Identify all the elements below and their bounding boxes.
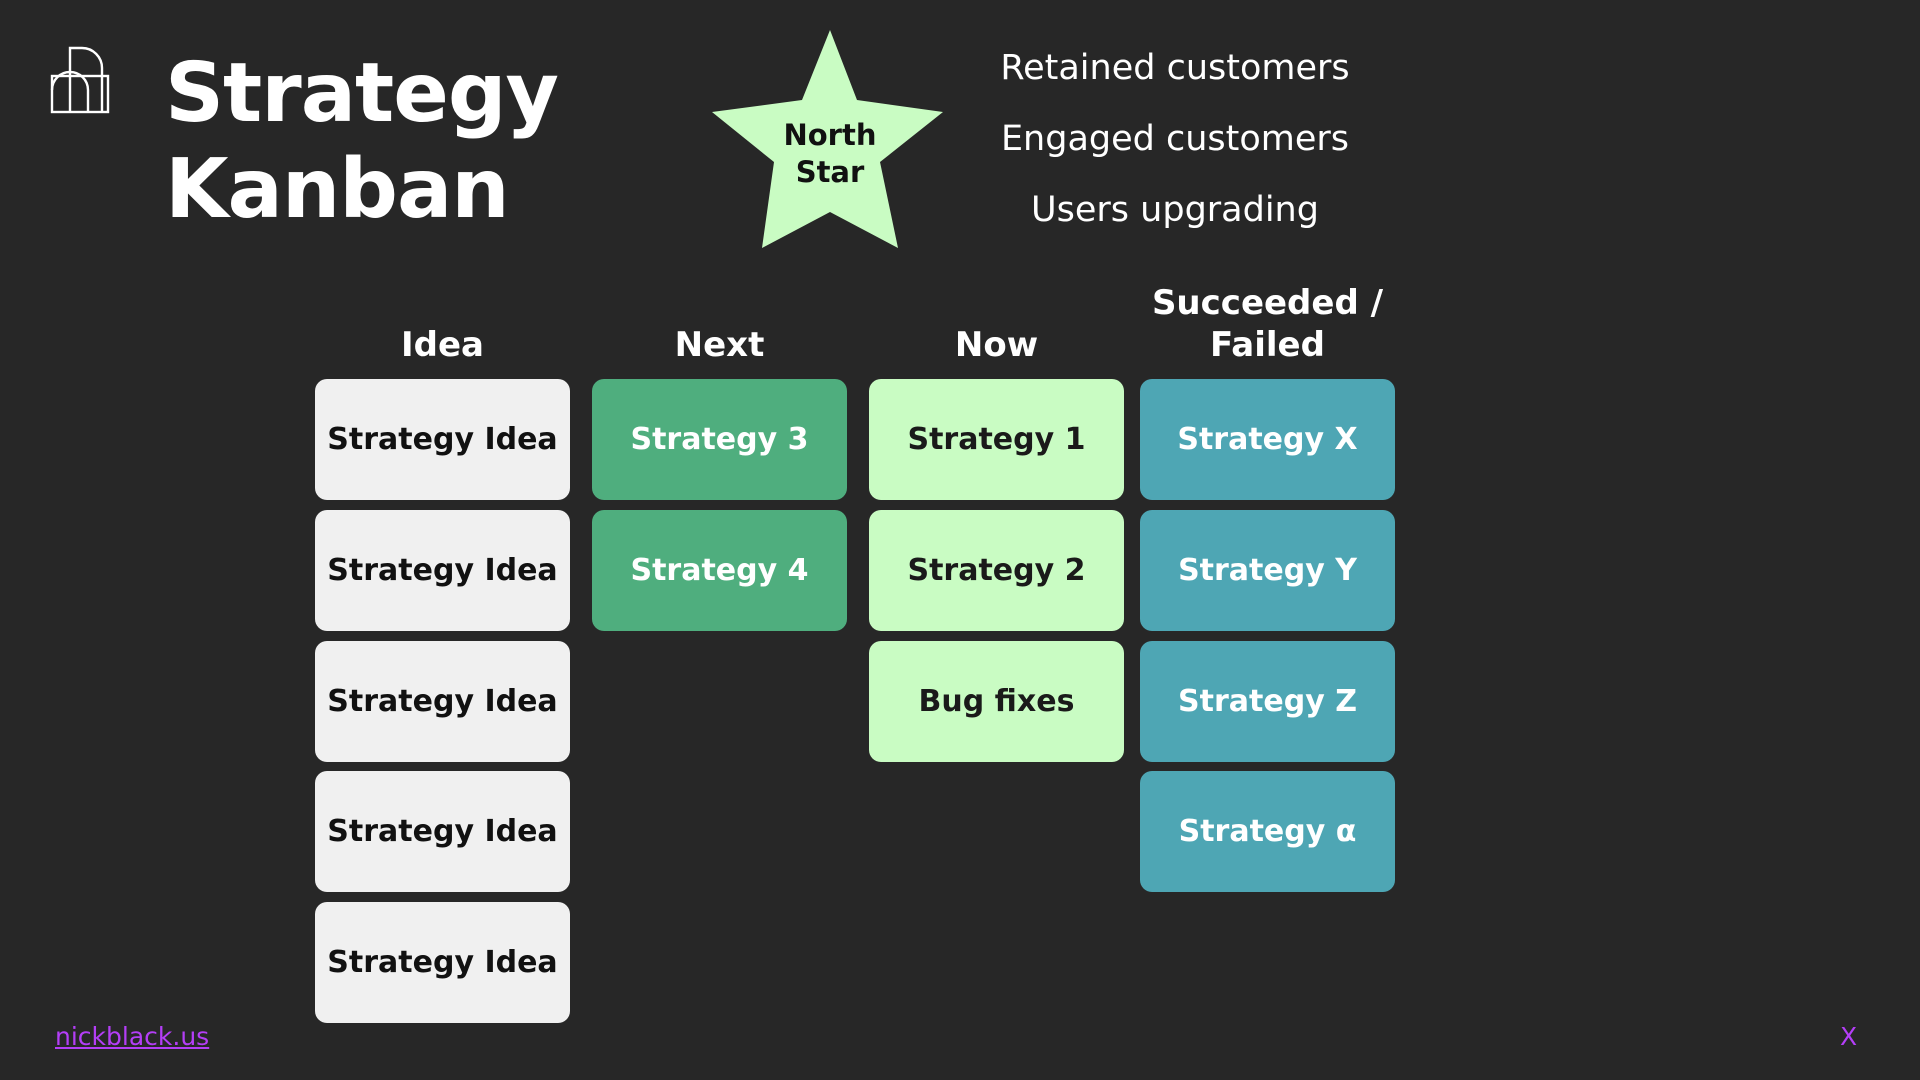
card-strategy-x[interactable]: Strategy X [1140,379,1395,500]
card-strategy-alpha[interactable]: Strategy α [1140,771,1395,892]
card-strategy-z[interactable]: Strategy Z [1140,641,1395,762]
title-line-1: Strategy [165,46,559,141]
column-header-succeeded-failed: Succeeded / Failed [1140,282,1395,366]
building-logo-icon [50,46,112,114]
metric-engaged-customers: Engaged customers [1000,119,1350,159]
page-title: Strategy Kanban [165,46,559,238]
column-header-now-text: Now [954,325,1039,365]
column-header-next-text: Next [674,325,765,365]
metric-retained-customers: Retained customers [1000,48,1350,88]
column-header-failed-text: Failed [1210,325,1325,365]
column-header-now: Now [869,324,1124,366]
column-header-succeeded-text: Succeeded / [1151,283,1384,323]
column-header-idea: Idea [315,324,570,366]
card-strategy-3[interactable]: Strategy 3 [592,379,847,500]
card-strategy-2[interactable]: Strategy 2 [869,510,1124,631]
card-idea-1[interactable]: Strategy Idea [315,379,570,500]
north-star: North Star [708,24,952,260]
card-bug-fixes[interactable]: Bug fixes [869,641,1124,762]
north-star-line-2: Star [795,155,865,189]
card-idea-4[interactable]: Strategy Idea [315,771,570,892]
card-strategy-y[interactable]: Strategy Y [1140,510,1395,631]
column-header-next: Next [592,324,847,366]
north-star-metrics: Retained customers Engaged customers Use… [1000,44,1350,257]
footer-link[interactable]: nickblack.us [55,1022,210,1051]
card-strategy-1[interactable]: Strategy 1 [869,379,1124,500]
north-star-label: North Star [708,117,952,191]
card-idea-5[interactable]: Strategy Idea [315,902,570,1023]
close-button[interactable]: X [1840,1022,1858,1051]
north-star-line-1: North [783,118,877,152]
star-icon [712,30,943,248]
card-strategy-4[interactable]: Strategy 4 [592,510,847,631]
card-idea-2[interactable]: Strategy Idea [315,510,570,631]
title-line-2: Kanban [165,142,510,237]
card-idea-3[interactable]: Strategy Idea [315,641,570,762]
metric-users-upgrading: Users upgrading [1031,190,1319,230]
column-header-idea-text: Idea [401,325,484,365]
